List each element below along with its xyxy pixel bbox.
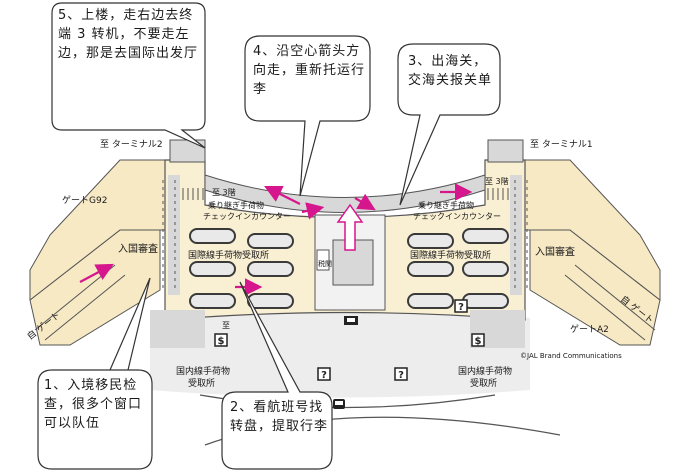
belt	[407, 293, 454, 309]
currency-glyph: $	[218, 336, 225, 347]
label-gate-a2: ゲートA2	[570, 323, 609, 335]
label-transfer-right-2: 乗り継ぎ手荷物	[418, 200, 474, 210]
label-transfer-left-2: 乗り継ぎ手荷物	[208, 200, 264, 210]
label-transfer-right-3: チェックインカウンター	[413, 212, 501, 221]
immigration-booths-right	[514, 180, 528, 290]
immigration-booths-left	[162, 180, 176, 290]
question-mark-icon: ?	[317, 367, 331, 381]
callout-boxes	[37, 2, 501, 470]
callout-4-box	[244, 35, 371, 197]
stairs-left	[182, 188, 204, 200]
callout-1-box	[37, 277, 153, 470]
callout-2-box	[221, 281, 333, 470]
right-walkway	[564, 264, 656, 341]
label-transfer-right-floor: 至 3階	[485, 176, 509, 186]
belt	[462, 261, 509, 277]
label-intl-baggage-left: 国際線手荷物受取所	[188, 249, 269, 261]
belt	[247, 293, 294, 309]
callout-2-text: 2、看航班号找转盘，提取行李	[230, 400, 329, 434]
label-dom-baggage-left-1: 国内線手荷物	[176, 365, 230, 377]
label-to-terminal1: 至 ターミナル1	[530, 139, 593, 150]
label-dom-baggage-right-1: 国内線手荷物	[458, 365, 512, 377]
question-mark-icon: ?	[454, 299, 468, 313]
top-curved-corridor	[204, 174, 486, 213]
label-to-terminal2: 至 ターミナル2	[100, 139, 163, 150]
question-mark-icon: ?	[394, 367, 408, 381]
callout-3-text: 3、出海关，交海关报关单	[408, 54, 493, 88]
telephone-icon	[344, 316, 358, 325]
label-immigration-right: 入国審査	[535, 245, 575, 258]
lower-concourse	[150, 309, 530, 398]
arrow-up-right	[354, 193, 376, 211]
lower-left-gray	[150, 310, 205, 348]
currency-glyph: $	[475, 336, 482, 347]
left-pier-upper	[29, 159, 166, 302]
stairs-right	[487, 188, 509, 200]
currency-exchange-icon: $	[214, 333, 228, 347]
bus-icon	[333, 399, 345, 409]
right-pier-upper	[524, 159, 661, 302]
belt	[462, 293, 509, 309]
label-intl-baggage-right: 国際線手荷物受取所	[410, 249, 491, 261]
label-dom-baggage-left-2: 受取所	[188, 377, 215, 389]
belt	[247, 233, 294, 249]
label-dom-baggage-right-2: 受取所	[470, 377, 497, 389]
right-corridor-top	[487, 139, 524, 163]
hollow-arrow	[336, 203, 364, 251]
callout-4-text: 4、沿空心箭头方向走，重新托运行李	[253, 44, 366, 97]
label-copyright: ©JAL Brand Communications	[520, 352, 622, 360]
customs-booth	[316, 249, 330, 271]
question-mark-glyph: ?	[458, 302, 464, 313]
right-service-strip	[510, 175, 522, 295]
callout-5-box	[51, 2, 206, 149]
callout-5-text: 5、上楼，走右边去终端 3 转机，不要走左边，那是去国际出发厅	[58, 8, 199, 61]
label-gate-g92: ゲートG92	[62, 194, 107, 206]
label-transfer-left-3: チェックインカウンター	[203, 212, 291, 221]
belt	[189, 261, 236, 277]
callout-3-box	[397, 43, 501, 206]
belt	[462, 228, 509, 244]
left-service-strip	[168, 175, 180, 295]
label-immigration-left: 入国審査	[118, 242, 158, 255]
route-arrows	[79, 183, 473, 296]
belt	[189, 293, 236, 309]
arrow-up-left	[264, 186, 301, 205]
arrow-customs	[301, 202, 325, 220]
belt	[407, 233, 454, 249]
baggage-belts	[189, 228, 509, 309]
question-mark-glyph: ?	[398, 370, 404, 381]
belt	[247, 261, 294, 277]
question-mark-glyph: ?	[321, 370, 327, 381]
label-transfer-left-floor: 至 3階	[212, 187, 236, 197]
belt	[407, 261, 454, 277]
currency-exchange-icon: $	[471, 333, 485, 347]
label-to-floor-small: 至	[222, 321, 230, 330]
label-customs: 税関	[318, 259, 332, 268]
belt	[189, 228, 236, 244]
arrow-immigration	[79, 263, 114, 283]
callout-1-text: 1、入境移民检查，很多个窗口可以队伍	[44, 378, 143, 431]
